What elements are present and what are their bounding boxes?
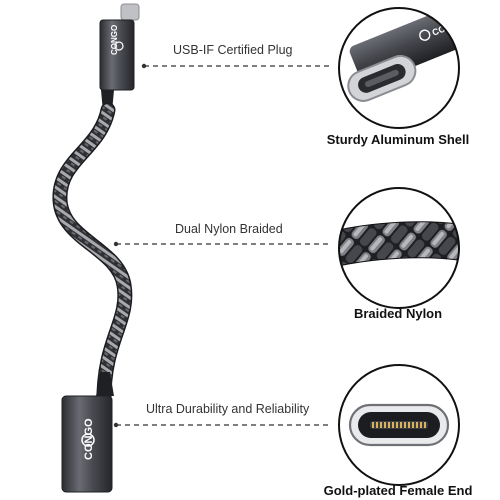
female-connector-housing (61, 395, 113, 493)
gold-pins (372, 422, 426, 428)
detail-circle-braided-nylon (338, 187, 460, 309)
caption-braided-nylon: Braided Nylon (353, 306, 443, 321)
svg-text:CONGO: CONGO (110, 25, 119, 55)
usb-c-cable: CONGO CONGO (52, 3, 140, 493)
usb-c-plug-tip (120, 3, 140, 21)
caption-sturdy-aluminum-shell: Sturdy Aluminum Shell (326, 132, 470, 147)
male-connector-housing (99, 19, 135, 91)
leader-lines (116, 65, 330, 426)
callout-usb-if-plug: USB-IF Certified Plug (173, 43, 293, 57)
caption-gold-plated-female-end: Gold-plated Female End (323, 483, 473, 498)
leader-dots (113, 63, 147, 428)
brand-logo-bottom: CONGO (81, 418, 95, 460)
callout-dual-nylon-braided: Dual Nylon Braided (175, 222, 283, 236)
detail-circle-aluminum-shell: CONGO (338, 7, 460, 129)
svg-text:CONGO: CONGO (83, 418, 95, 460)
brand-logo-top: CONGO (110, 25, 124, 55)
strain-relief-bottom (96, 372, 114, 396)
callout-ultra-durability: Ultra Durability and Reliability (146, 402, 310, 416)
detail-circle-female-end (338, 364, 460, 486)
